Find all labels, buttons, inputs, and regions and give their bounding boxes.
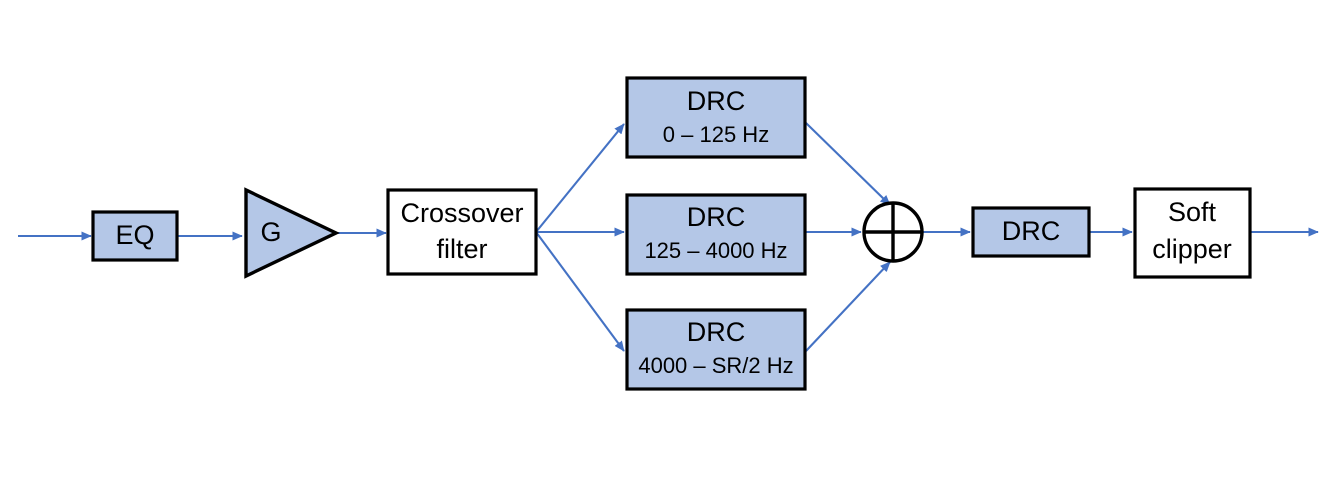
drc-low-label: DRC — [687, 86, 746, 116]
soft-clipper-label-line1: Soft — [1168, 197, 1217, 227]
soft-clipper-label-line2: clipper — [1152, 234, 1232, 264]
drc-high-range: 4000 – SR/2 Hz — [638, 353, 793, 378]
gain-label: G — [260, 217, 281, 247]
gain-triangle — [244, 187, 340, 279]
drc-low-range: 0 – 125 Hz — [663, 122, 769, 147]
connector-drc-low-to-summer — [805, 122, 891, 206]
block-drc-low[interactable]: DRC 0 – 125 Hz — [625, 76, 807, 159]
soft-clipper-box — [1133, 187, 1252, 279]
connector-crossover-to-drc-low — [535, 123, 625, 233]
drc-low-box — [625, 76, 807, 159]
block-summing-junction[interactable] — [862, 201, 924, 263]
connectors-layer — [18, 122, 1319, 352]
block-drc-master[interactable]: DRC — [971, 206, 1091, 258]
block-crossover-filter[interactable]: Crossover filter — [386, 188, 538, 276]
crossover-filter-label-line1: Crossover — [400, 198, 523, 228]
eq-box — [91, 210, 179, 262]
drc-mid-range: 125 – 4000 Hz — [644, 238, 787, 263]
drc-mid-box — [625, 193, 807, 276]
block-gain[interactable]: G — [244, 187, 340, 279]
block-drc-high[interactable]: DRC 4000 – SR/2 Hz — [625, 308, 807, 391]
crossover-filter-label-line2: filter — [436, 234, 487, 264]
crossover-filter-box — [386, 188, 538, 276]
connector-drc-high-to-summer — [805, 261, 891, 352]
drc-master-label: DRC — [1002, 216, 1061, 246]
drc-high-label: DRC — [687, 317, 746, 347]
drc-mid-label: DRC — [687, 202, 746, 232]
drc-high-box — [625, 308, 807, 391]
block-drc-mid[interactable]: DRC 125 – 4000 Hz — [625, 193, 807, 276]
drc-master-box — [971, 206, 1091, 258]
block-eq[interactable]: EQ — [91, 210, 179, 262]
eq-label: EQ — [115, 220, 154, 250]
block-soft-clipper[interactable]: Soft clipper — [1133, 187, 1252, 279]
connector-crossover-to-drc-high — [535, 231, 625, 352]
